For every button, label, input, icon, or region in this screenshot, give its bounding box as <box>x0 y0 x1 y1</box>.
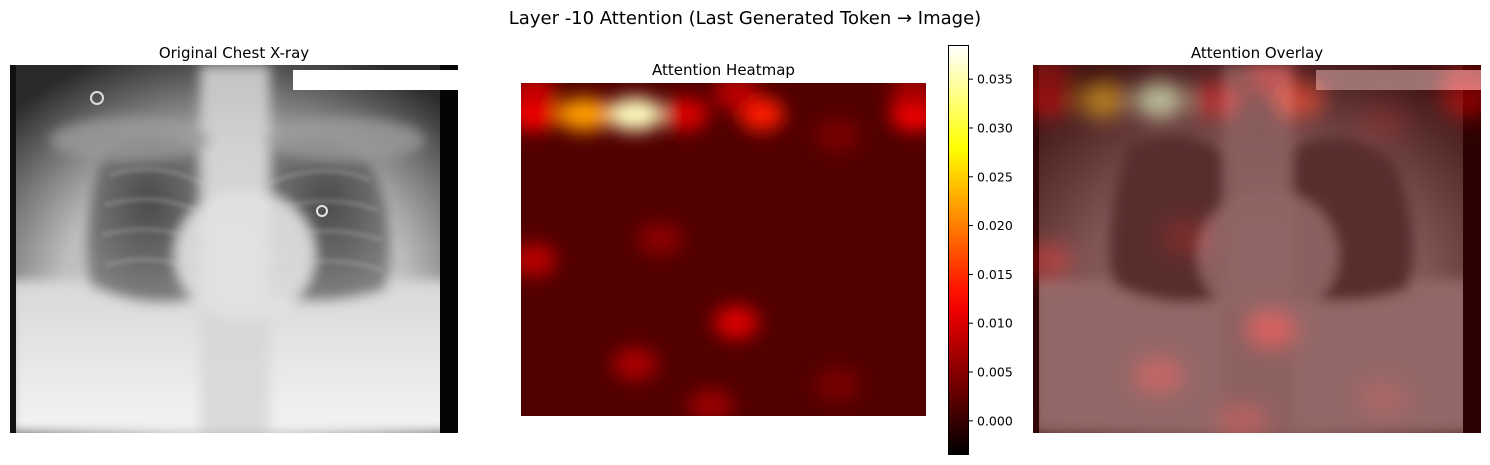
heatmap-cell <box>556 97 613 131</box>
heatmap-cell <box>890 83 926 111</box>
heatmap-cell <box>814 118 861 152</box>
overlay-heat-cell <box>1133 81 1185 118</box>
overlay-heat-cell <box>1441 65 1481 95</box>
heatmap-background <box>521 83 926 416</box>
heatmap-title: Attention Heatmap <box>652 61 795 79</box>
overlay-heat-cell <box>1133 357 1185 394</box>
colorbar-tick-label: 0.010 <box>977 316 1013 331</box>
heatmap-plot <box>521 83 926 416</box>
colorbar-tick-label: 0.015 <box>977 267 1013 282</box>
colorbar-tick-label: 0.025 <box>977 169 1013 184</box>
original-title: Original Chest X-ray <box>158 44 310 62</box>
colorbar-axis: 0.000 0.005 0.010 0.015 0.020 0.025 0.030 0.035 <box>969 72 1013 428</box>
attention-heatmap <box>521 83 926 416</box>
overlay-heat-cell <box>1161 219 1213 256</box>
overlay-heat-cell <box>1077 81 1129 118</box>
overlay-heat-cell <box>1245 65 1297 95</box>
attention-overlay-image <box>1033 65 1481 433</box>
colorbar-tick-label: 0.030 <box>977 120 1013 135</box>
colorbar <box>948 45 969 455</box>
overlay-heat-cell <box>1033 242 1073 279</box>
colorbar-tick-label: 0.035 <box>977 72 1013 87</box>
heatmap-cell <box>662 97 709 131</box>
overlay-heat-background <box>1033 65 1481 433</box>
overlay-title: Attention Overlay <box>1190 44 1324 62</box>
heatmap-cell <box>713 305 759 339</box>
original-xray-image <box>10 65 458 433</box>
heatmap-cell <box>521 83 557 111</box>
heatmap-cell <box>637 222 683 256</box>
overlay-heat-cell <box>1357 380 1409 417</box>
overlay-heat-cell <box>1189 81 1241 118</box>
overlay-heat-cell <box>1357 104 1409 141</box>
overlay-heat-cell <box>1245 311 1297 348</box>
heatmap-cell <box>607 97 663 131</box>
heatmap-cell <box>612 347 658 381</box>
figure-title: Layer -10 Attention (Last Generated Toke… <box>508 8 982 29</box>
heatmap-cell <box>688 388 734 416</box>
colorbar-tick-label: 0.000 <box>977 413 1013 428</box>
overlay-heat-cell <box>1217 403 1269 433</box>
heatmap-cell <box>814 368 861 402</box>
heatmap-cell <box>713 83 759 111</box>
colorbar-tick-label: 0.005 <box>977 365 1013 380</box>
overlay-heat-cell <box>1033 65 1073 95</box>
colorbar-tick-label: 0.020 <box>977 218 1013 233</box>
heatmap-cell <box>521 243 557 277</box>
